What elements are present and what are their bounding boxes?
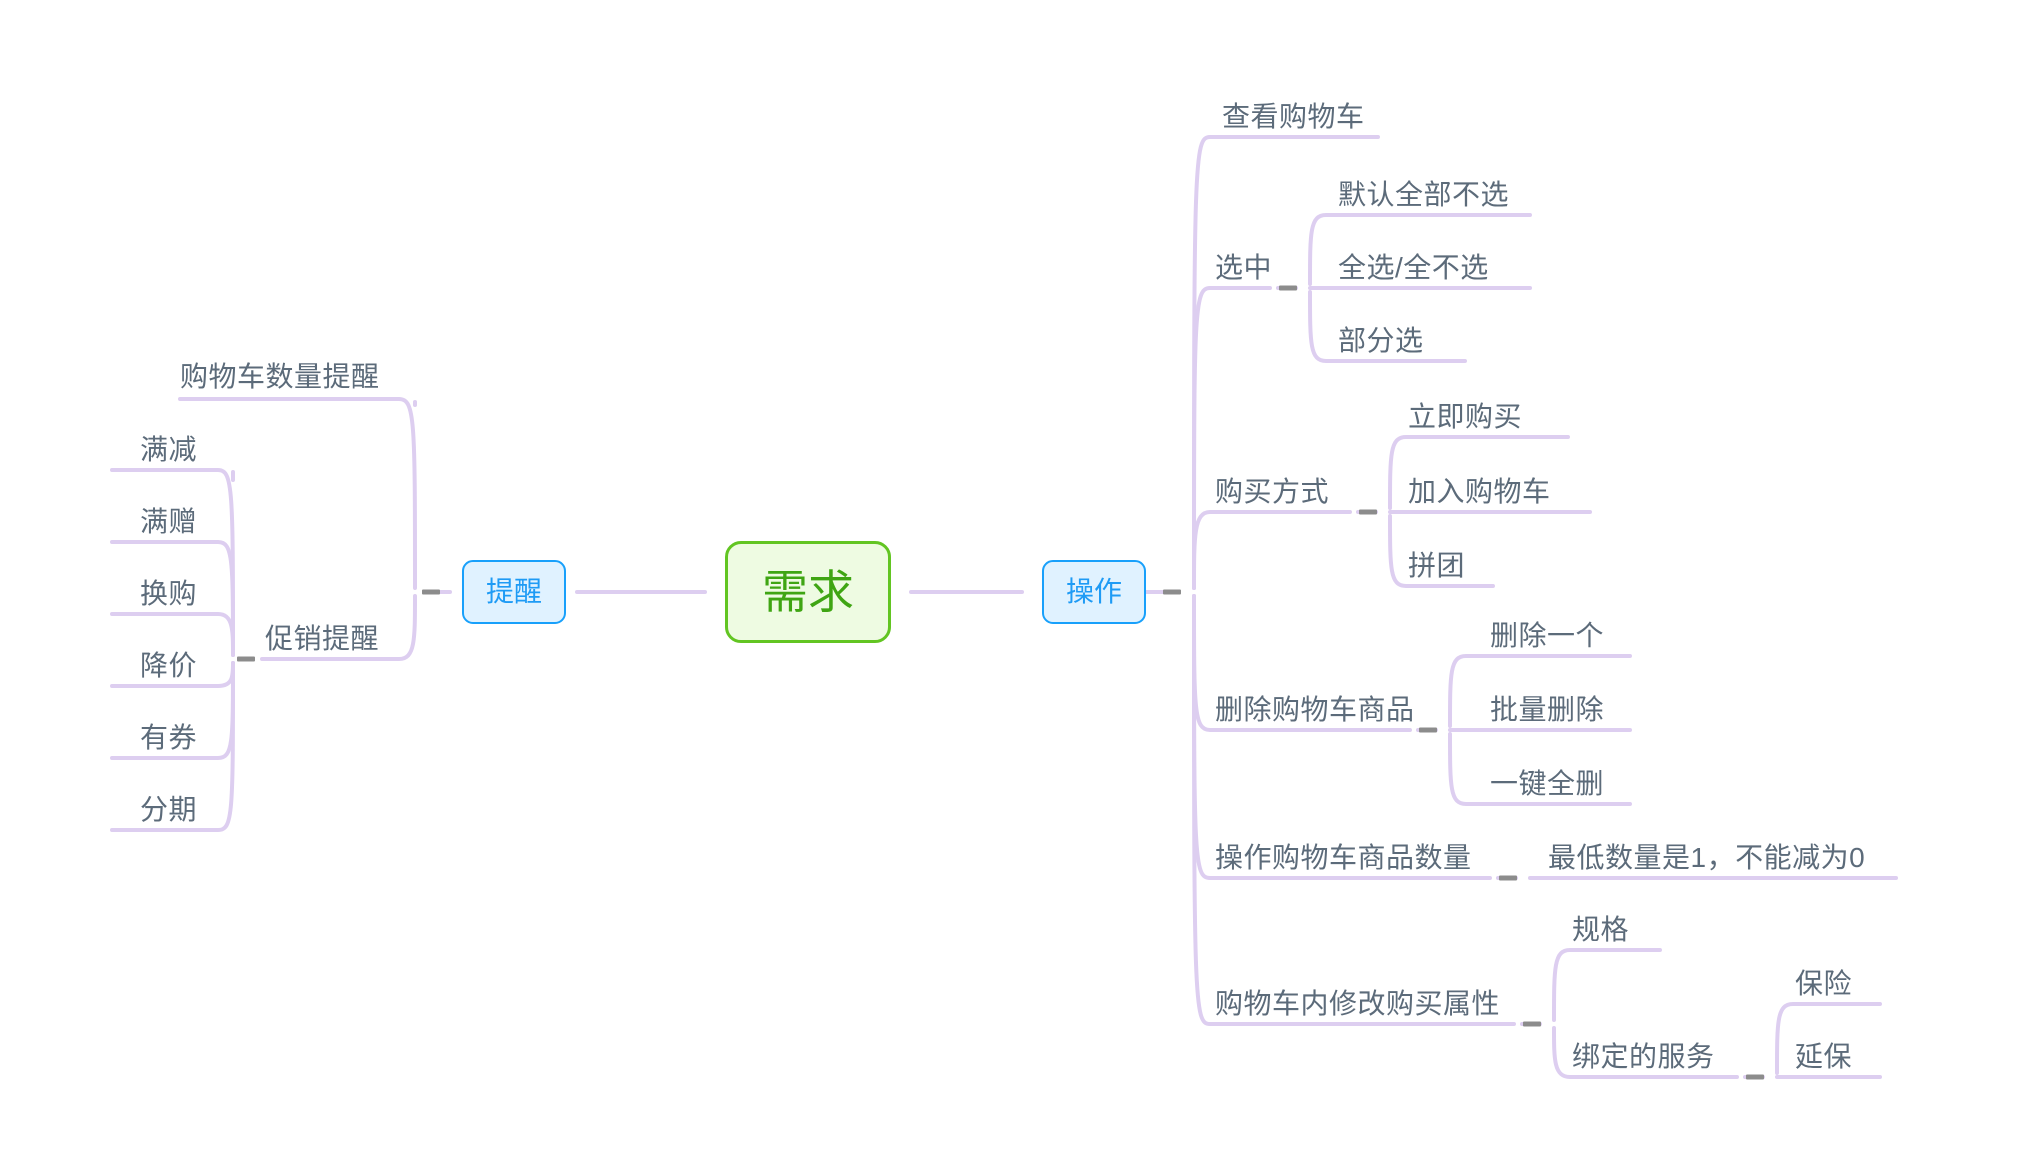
topic-xuanzhong[interactable]: 选中 bbox=[1215, 252, 1273, 283]
topic-pintuan[interactable]: 拼团 bbox=[1408, 550, 1466, 581]
collapse-handle-caozuo[interactable] bbox=[1163, 589, 1181, 595]
link-shuxing-c1 bbox=[1552, 948, 1662, 1022]
topic-gouwuche-xiugai-shuxing[interactable]: 购物车内修改购买属性 bbox=[1215, 988, 1501, 1019]
branch-node-tixing[interactable]: 提醒 bbox=[461, 560, 567, 624]
link-caozuo-c3 bbox=[1192, 510, 1352, 590]
link-cuxiao-manjian bbox=[110, 468, 235, 657]
topic-yanbao[interactable]: 延保 bbox=[1795, 1041, 1853, 1072]
topic-goumai-fangshi[interactable]: 购买方式 bbox=[1215, 476, 1330, 507]
topic-huangou[interactable]: 换购 bbox=[140, 578, 198, 609]
branch-node-caozuo[interactable]: 操作 bbox=[1041, 560, 1147, 624]
topic-bangding-de-fuwu[interactable]: 绑定的服务 bbox=[1572, 1041, 1715, 1072]
topic-manzeng[interactable]: 满赠 bbox=[140, 506, 198, 537]
root-node-xuqiu[interactable]: 需求 bbox=[725, 541, 891, 643]
link-caozuo-c2 bbox=[1192, 286, 1272, 590]
topic-gouwuche-shuliang-tixing[interactable]: 购物车数量提醒 bbox=[180, 361, 380, 392]
collapse-handle-cuxiao-tixing[interactable] bbox=[237, 656, 255, 662]
topic-bufenxuan[interactable]: 部分选 bbox=[1338, 325, 1424, 356]
topic-liji-goumai[interactable]: 立即购买 bbox=[1408, 401, 1523, 432]
collapse-handle-shanchu-shangpin[interactable] bbox=[1419, 727, 1437, 733]
topic-fenqi[interactable]: 分期 bbox=[140, 794, 198, 825]
collapse-handle-bangding-fuwu[interactable] bbox=[1746, 1074, 1764, 1080]
topic-jiaru-gouwuche[interactable]: 加入购物车 bbox=[1408, 476, 1551, 507]
link-tixing-c1 bbox=[178, 397, 417, 590]
collapse-handle-caozuo-shuliang[interactable] bbox=[1499, 875, 1517, 881]
link-caozuo-c6 bbox=[1192, 594, 1516, 1026]
topic-cuxiao-tixing[interactable]: 促销提醒 bbox=[265, 623, 380, 654]
topic-manjian[interactable]: 满减 bbox=[140, 434, 198, 465]
topic-guige[interactable]: 规格 bbox=[1572, 914, 1630, 945]
topic-moren-quanbu-buxuan[interactable]: 默认全部不选 bbox=[1338, 179, 1510, 210]
link-caozuo-c5 bbox=[1192, 594, 1492, 880]
topic-caozuo-shangpin-shuliang[interactable]: 操作购物车商品数量 bbox=[1215, 842, 1472, 873]
topic-youquan[interactable]: 有券 bbox=[140, 722, 198, 753]
topic-jiangjia[interactable]: 降价 bbox=[140, 650, 198, 681]
collapse-handle-xuanzhong[interactable] bbox=[1279, 285, 1297, 291]
collapse-handle-tixing[interactable] bbox=[422, 589, 440, 595]
topic-shanchu-gouwuche-shangpin[interactable]: 删除购物车商品 bbox=[1215, 694, 1415, 725]
topic-yijian-quanshan[interactable]: 一键全删 bbox=[1490, 768, 1605, 799]
topic-zuidi-shuliang[interactable]: 最低数量是1，不能减为0 bbox=[1548, 842, 1866, 873]
topic-baoxian[interactable]: 保险 bbox=[1795, 968, 1853, 999]
topic-chakan-gouwuche[interactable]: 查看购物车 bbox=[1222, 101, 1365, 132]
topic-shanchu-yige[interactable]: 删除一个 bbox=[1490, 620, 1605, 651]
topic-piliang-shanchu[interactable]: 批量删除 bbox=[1490, 694, 1605, 725]
topic-quanxuan-quanbuxuan[interactable]: 全选/全不选 bbox=[1338, 252, 1489, 283]
collapse-handle-goumai-fangshi[interactable] bbox=[1359, 509, 1377, 515]
collapse-handle-xiugai-shuxing[interactable] bbox=[1523, 1021, 1541, 1027]
